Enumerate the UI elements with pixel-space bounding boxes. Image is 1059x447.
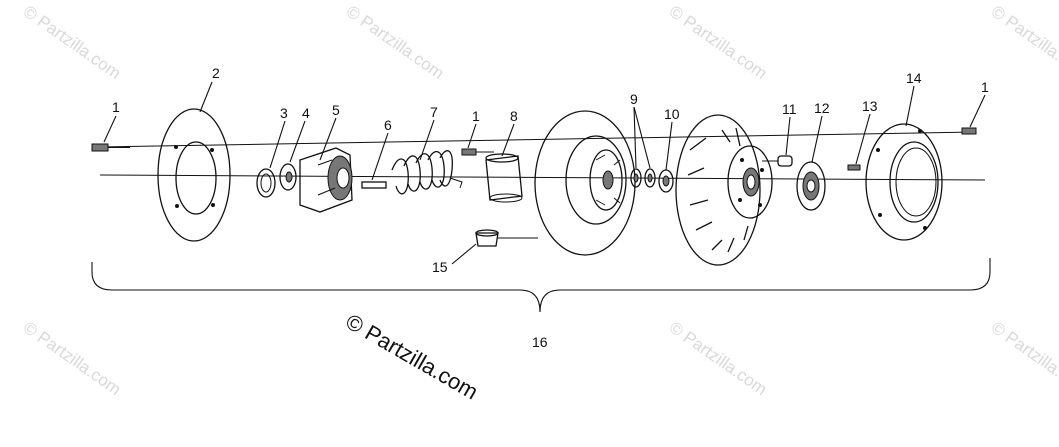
moveable-sheave [675,114,773,266]
watermark: © Partzilla.com [343,2,448,83]
watermark: © Partzilla.com [988,318,1059,399]
callout-labels: 1 2 3 4 5 6 7 1 8 9 10 11 12 13 14 1 15 … [112,65,989,350]
callout-13: 13 [862,98,878,114]
thrust-washer [658,169,674,193]
callout-8: 8 [510,108,518,124]
callout-10: 10 [664,106,680,122]
callout-6: 6 [384,117,392,133]
callout-14: 14 [906,70,922,86]
callout-16: 16 [532,334,548,350]
callout-3: 3 [280,105,288,121]
spring [391,150,463,195]
watermark: © Partzilla.com [666,318,771,399]
watermark: © Partzilla.com [20,2,125,83]
callout-4: 4 [302,105,310,121]
small-bolt [847,164,861,171]
watermark: © Partzilla.com [988,2,1059,83]
washer [279,163,297,191]
watermark: © Partzilla.com [666,2,771,83]
retaining-ring [256,168,276,198]
stationary-sheave [534,110,636,256]
callout-11: 11 [782,101,797,117]
callout-1: 1 [472,108,480,124]
axis-lines [99,131,986,181]
bolt-right [961,127,977,135]
stud [475,229,538,247]
copyright-text: © Partzilla.com [342,309,483,405]
callout-5: 5 [332,102,340,118]
callout-1: 1 [112,99,120,115]
bushing-sleeve [485,153,523,203]
bolt-middle [461,148,494,156]
bolt-left [91,143,130,152]
outer-cover-plate [157,108,231,242]
inner-cover-ring [865,123,943,241]
callout-7: 7 [430,104,438,120]
callout-9: 9 [630,91,638,107]
cam-disc [796,161,826,211]
roller-pin [762,155,793,167]
watermark: © Partzilla.com [20,318,125,399]
callout-1: 1 [981,79,989,95]
assembly-brace [91,258,991,313]
callout-12: 12 [814,100,830,116]
washer-pair [630,168,656,188]
callout-2: 2 [212,65,220,81]
leader-lines [103,81,986,265]
spider-hub [299,147,353,213]
pin [361,181,387,189]
callout-15: 15 [432,259,448,275]
